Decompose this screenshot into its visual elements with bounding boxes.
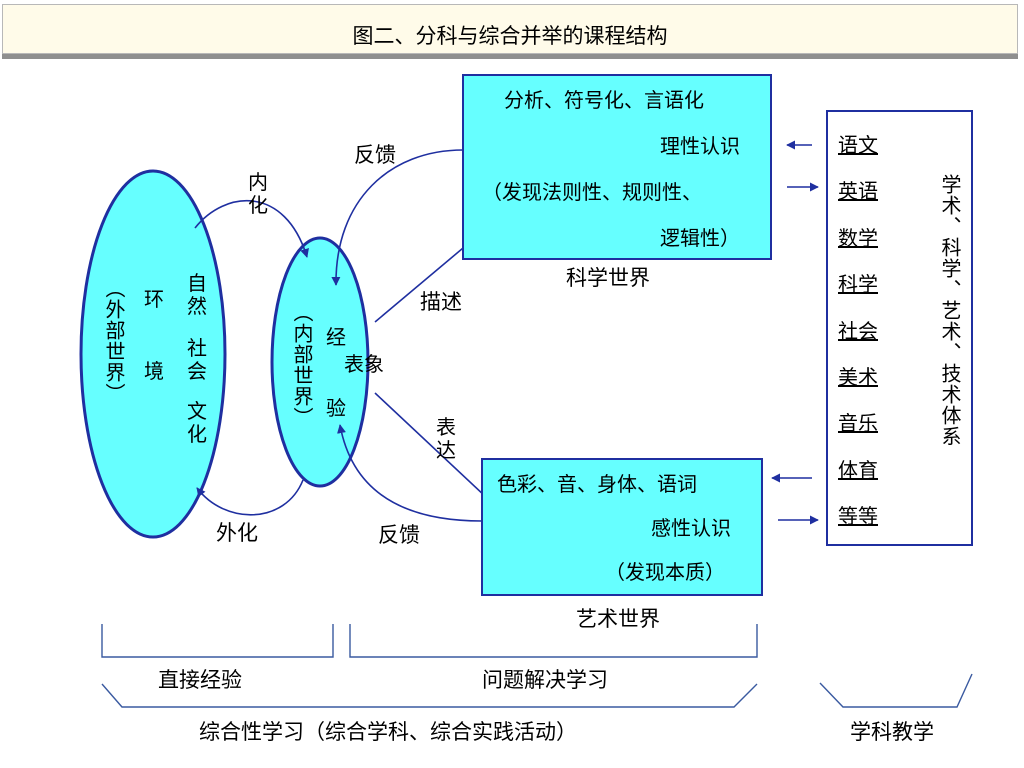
feedback-top-label: 反馈 <box>354 143 396 167</box>
subject-item: 语文 <box>838 133 878 157</box>
subject-item: 体育 <box>838 457 878 482</box>
nature-label: 自然 <box>187 271 207 318</box>
science-line-4: 逻辑性） <box>660 226 740 250</box>
science-world-caption: 科学世界 <box>566 266 650 290</box>
integrated-learning-label: 综合性学习（综合学科、综合实践活动） <box>199 720 577 744</box>
internalize-label: 内化 <box>248 170 268 217</box>
subject-item: 音乐 <box>838 411 878 436</box>
science-world-box: 分析、符号化、言语化 理性认识 （发现法则性、规则性、 逻辑性） <box>462 74 772 260</box>
subject-teaching-label: 学科教学 <box>850 720 934 744</box>
bracket-problem <box>349 624 758 658</box>
feedback-bottom-label: 反馈 <box>378 523 420 547</box>
science-line-2: 理性认识 <box>660 134 740 158</box>
outer-world-label: （外部世界） <box>102 278 126 404</box>
science-line-1: 分析、符号化、言语化 <box>504 88 704 112</box>
subject-list: 语文 英语 数学 科学 社会 美术 音乐 体育 等等 <box>838 122 878 540</box>
bracket-direct <box>101 624 334 658</box>
subject-item: 数学 <box>838 225 878 250</box>
art-line-3: （发现本质） <box>605 560 725 584</box>
art-line-1: 色彩、音、身体、语词 <box>497 472 697 496</box>
direct-experience-label: 直接经验 <box>158 668 242 692</box>
subject-item: 美术 <box>838 365 878 390</box>
express-label: 表达 <box>436 415 456 462</box>
express-arrow <box>374 392 503 513</box>
representation-label: 表象 <box>344 352 384 376</box>
title-bar: 图二、分科与综合并举的课程结构 <box>2 4 1018 54</box>
feedback-bottom-arrow <box>337 424 483 522</box>
subject-item: 等等 <box>838 504 878 529</box>
experience-top: 经 <box>326 325 346 349</box>
art-world-box: 色彩、音、身体、语词 感性认识 （发现本质） <box>481 458 763 596</box>
culture-label: 文化 <box>187 399 207 446</box>
outer-world-ellipse <box>79 169 227 539</box>
science-line-3: （发现法则性、规则性、 <box>482 180 702 204</box>
subject-item: 英语 <box>838 179 878 204</box>
subjects-box: 语文 英语 数学 科学 社会 美术 音乐 体育 等等 学术、科学、艺术、技术体系 <box>826 110 973 546</box>
externalize-label: 外化 <box>216 521 258 545</box>
inner-world-ellipse <box>270 236 370 488</box>
bracket-integrated <box>101 683 758 708</box>
subject-item: 科学 <box>838 272 878 297</box>
feedback-top-arrow <box>331 149 464 286</box>
environment-bottom: 境 <box>144 359 164 383</box>
externalize-arrow <box>196 479 304 516</box>
describe-label: 描述 <box>420 290 462 314</box>
art-line-2: 感性认识 <box>651 516 731 540</box>
page-title: 图二、分科与综合并举的课程结构 <box>352 24 668 48</box>
subject-item: 社会 <box>838 318 878 343</box>
environment-top: 环 <box>144 287 164 311</box>
problem-solving-label: 问题解决学习 <box>482 668 608 692</box>
inner-world-label: （内部世界） <box>290 302 314 428</box>
bracket-subject-teaching <box>819 673 973 708</box>
art-world-caption: 艺术世界 <box>576 607 660 631</box>
society-label: 社会 <box>187 336 207 383</box>
internalize-arrow <box>194 199 309 258</box>
experience-bottom: 验 <box>326 396 346 420</box>
systems-label: 学术、科学、艺术、技术体系 <box>938 174 962 447</box>
